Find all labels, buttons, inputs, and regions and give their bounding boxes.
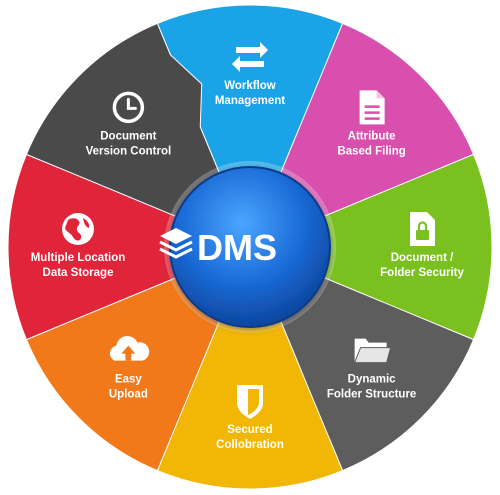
segment-label-collab: Secured xyxy=(227,424,272,436)
segment-label-upload: Upload xyxy=(109,389,148,401)
folder-icon xyxy=(353,338,392,364)
segment-label-workflow: Workflow xyxy=(224,80,276,92)
dms-hub: DMS xyxy=(159,161,336,333)
cloud-upload-icon xyxy=(109,336,150,361)
lock-document-icon xyxy=(410,212,435,246)
segment-security: Document / Folder Security xyxy=(314,153,493,341)
segment-label-upload: Easy xyxy=(115,374,142,386)
segment-label-attribute: Attribute xyxy=(348,130,396,142)
segment-label-attribute: Based Filing xyxy=(337,145,405,157)
layers-icon xyxy=(159,228,193,259)
refresh-icon xyxy=(232,42,268,72)
segment-label-collab: Collobration xyxy=(216,439,284,451)
globe-icon xyxy=(62,213,94,245)
segment-label-security: Document / xyxy=(391,252,454,264)
segment-label-storage: Multiple Location xyxy=(31,252,126,264)
segment-label-folder: Folder Structure xyxy=(327,389,416,401)
segment-label-version: Version Control xyxy=(86,145,172,157)
shield-icon xyxy=(237,385,263,419)
document-icon xyxy=(359,90,385,125)
hub-label: DMS xyxy=(197,227,277,268)
segment-label-version: Document xyxy=(100,130,156,142)
segment-label-workflow: Management xyxy=(215,95,285,107)
segment-label-security: Folder Security xyxy=(380,267,464,279)
segment-label-storage: Data Storage xyxy=(43,267,114,279)
clock-icon xyxy=(112,91,145,124)
segment-label-folder: Dynamic xyxy=(348,374,397,386)
